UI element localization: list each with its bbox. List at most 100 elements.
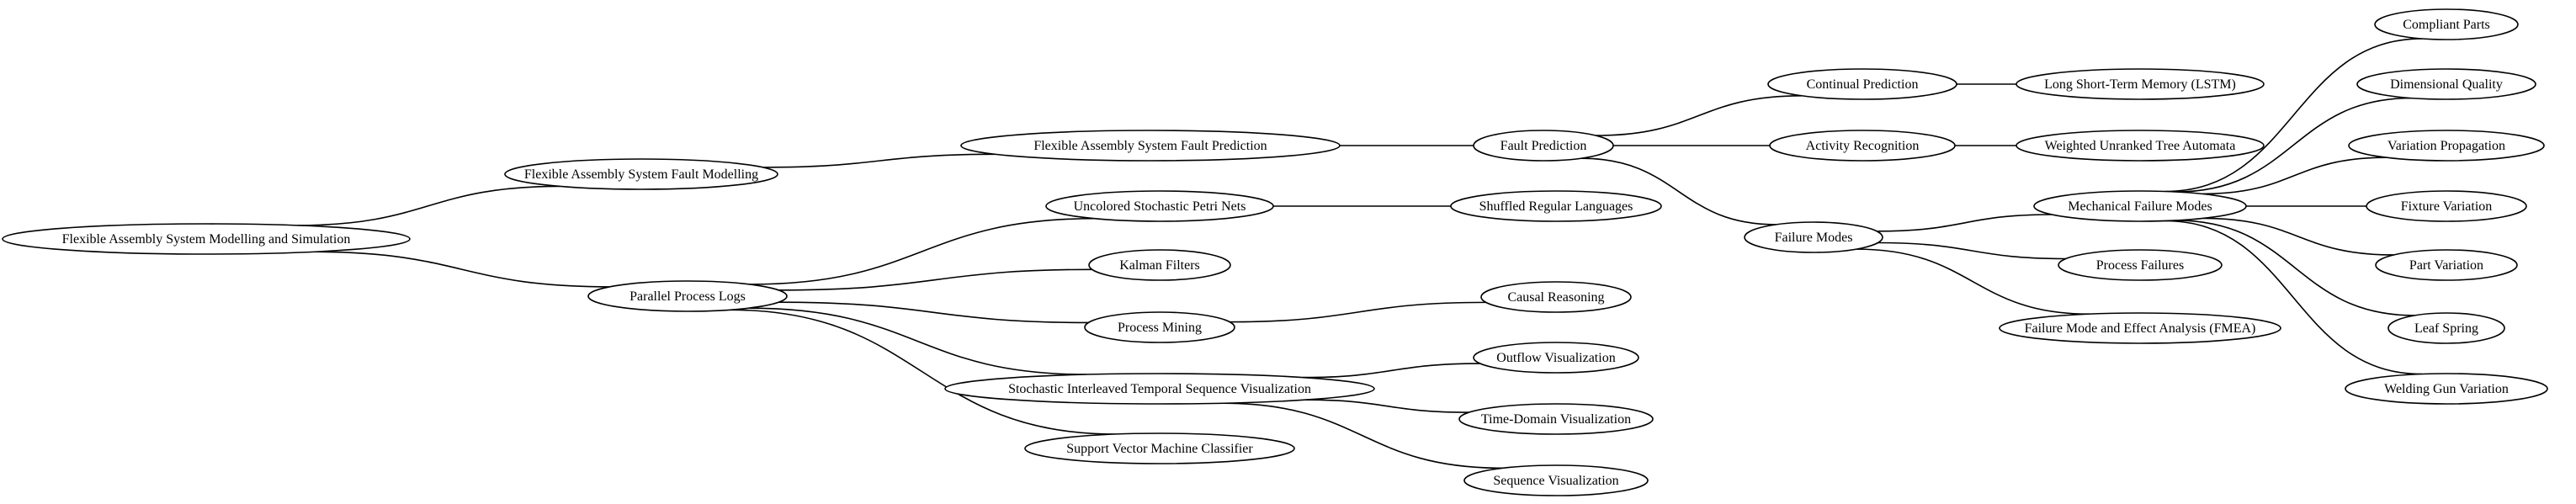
- node-ellipse: [960, 130, 1341, 162]
- edge-mfm-vp: [2202, 157, 2387, 195]
- node-kf: Kalman Filters: [1088, 249, 1231, 281]
- node-ellipse: [1769, 130, 1956, 162]
- node-ellipse: [504, 158, 778, 190]
- graph-nodes: Flexible Assembly System Modelling and S…: [2, 8, 2548, 496]
- node-ellipse: [2, 223, 411, 255]
- node-sv: Sequence Visualization: [1463, 464, 1649, 496]
- edge-ppl-uspn: [749, 217, 1095, 285]
- edge-mfm-wgv: [2164, 220, 2422, 375]
- edge-fm-pf: [1878, 241, 2066, 260]
- edge-mfm-pv: [2203, 217, 2394, 256]
- node-ellipse: [1045, 190, 1274, 222]
- node-fasms: Flexible Assembly System Modelling and S…: [2, 223, 411, 255]
- node-label: Outflow Visualization: [1496, 351, 1615, 365]
- edge-sitsv-tdv: [1305, 399, 1469, 413]
- node-label: Activity Recognition: [1806, 139, 1920, 153]
- node-ellipse: [1084, 311, 1235, 343]
- node-lstm: Long Short-Term Memory (LSTM): [2016, 68, 2265, 100]
- node-pm: Process Mining: [1084, 311, 1235, 343]
- node-ov: Outflow Visualization: [1473, 342, 1639, 374]
- node-vp: Variation Propagation: [2348, 130, 2545, 162]
- edge-fasms-fasfm: [297, 185, 560, 226]
- node-ellipse: [2016, 68, 2265, 100]
- node-fp: Fault Prediction: [1473, 130, 1614, 162]
- node-pf: Process Failures: [2058, 249, 2223, 281]
- edge-ppl-svm: [730, 309, 1116, 435]
- edge-fp-fm: [1580, 157, 1777, 225]
- node-fmea: Failure Mode and Effect Analysis (FMEA): [1999, 312, 2281, 344]
- node-ellipse: [1450, 190, 1662, 222]
- edge-ppl-kf: [778, 268, 1092, 291]
- node-label: Fault Prediction: [1500, 139, 1587, 153]
- node-pv: Part Variation: [2375, 249, 2518, 281]
- node-label: Causal Reasoning: [1507, 290, 1604, 305]
- node-label: Failure Modes: [1775, 231, 1853, 245]
- node-label: Weighted Unranked Tree Automata: [2045, 139, 2236, 153]
- node-ellipse: [1473, 130, 1614, 162]
- edge-fasms-ppl: [314, 251, 609, 288]
- node-label: Part Variation: [2409, 258, 2483, 273]
- node-label: Welding Gun Variation: [2384, 382, 2509, 396]
- node-ellipse: [944, 373, 1375, 405]
- node-label: Sequence Visualization: [1493, 474, 1618, 488]
- node-label: Stochastic Interleaved Temporal Sequence…: [1008, 382, 1311, 396]
- node-fasfp: Flexible Assembly System Fault Predictio…: [960, 130, 1341, 162]
- node-ellipse: [2016, 130, 2265, 162]
- node-ellipse: [2356, 68, 2536, 100]
- node-ellipse: [1480, 281, 1632, 313]
- node-ellipse: [2345, 373, 2548, 405]
- node-label: Flexible Assembly System Fault Predictio…: [1033, 139, 1267, 153]
- node-wgv: Welding Gun Variation: [2345, 373, 2548, 405]
- node-label: Mechanical Failure Modes: [2068, 199, 2212, 214]
- node-uspn: Uncolored Stochastic Petri Nets: [1045, 190, 1274, 222]
- node-sitsv: Stochastic Interleaved Temporal Sequence…: [944, 373, 1375, 405]
- node-label: Uncolored Stochastic Petri Nets: [1074, 199, 1246, 214]
- node-cp: Continual Prediction: [1767, 68, 1957, 100]
- node-ellipse: [2387, 312, 2505, 344]
- edge-mfm-dq: [2175, 97, 2412, 193]
- node-label: Dimensional Quality: [2390, 77, 2503, 92]
- node-ppl: Parallel Process Logs: [587, 280, 788, 312]
- node-ellipse: [1473, 342, 1639, 374]
- edge-sitsv-sv: [1222, 402, 1503, 470]
- node-label: Kalman Filters: [1119, 258, 1200, 273]
- node-label: Variation Propagation: [2387, 139, 2505, 153]
- node-ellipse: [1999, 312, 2281, 344]
- node-svm: Support Vector Machine Classifier: [1024, 432, 1295, 464]
- node-label: Process Failures: [2096, 258, 2184, 273]
- node-label: Shuffled Regular Languages: [1479, 199, 1633, 214]
- edge-ppl-sitsv: [748, 307, 1087, 375]
- graph-edges: [297, 38, 2423, 470]
- node-ellipse: [2058, 249, 2223, 281]
- node-srl: Shuffled Regular Languages: [1450, 190, 1662, 222]
- edge-fm-mfm: [1877, 214, 2053, 232]
- node-cr: Causal Reasoning: [1480, 281, 1632, 313]
- node-cpa: Compliant Parts: [2374, 8, 2519, 40]
- node-label: Failure Mode and Effect Analysis (FMEA): [2025, 321, 2256, 336]
- node-label: Continual Prediction: [1807, 77, 1919, 92]
- node-dq: Dimensional Quality: [2356, 68, 2536, 100]
- node-mfm: Mechanical Failure Modes: [2033, 190, 2247, 222]
- edge-mfm-cpa: [2164, 38, 2423, 193]
- node-ellipse: [2366, 190, 2527, 222]
- edge-pm-cr: [1230, 301, 1486, 323]
- node-ar: Activity Recognition: [1769, 130, 1956, 162]
- node-label: Support Vector Machine Classifier: [1066, 442, 1253, 456]
- node-ellipse: [1767, 68, 1957, 100]
- node-ellipse: [587, 280, 788, 312]
- node-label: Flexible Assembly System Modelling and S…: [62, 232, 351, 247]
- node-fasfm: Flexible Assembly System Fault Modelling: [504, 158, 778, 190]
- node-ellipse: [1024, 432, 1295, 464]
- node-label: Compliant Parts: [2403, 18, 2490, 32]
- node-ellipse: [2374, 8, 2519, 40]
- edge-fp-cp: [1596, 95, 1803, 136]
- node-label: Process Mining: [1118, 321, 1202, 335]
- edge-mfm-ls: [2175, 220, 2415, 316]
- node-tdv: Time-Domain Visualization: [1458, 403, 1654, 435]
- node-wuta: Weighted Unranked Tree Automata: [2016, 130, 2265, 162]
- node-label: Time-Domain Visualization: [1481, 412, 1631, 427]
- node-ellipse: [1458, 403, 1654, 435]
- node-ellipse: [1744, 221, 1883, 253]
- node-label: Long Short-Term Memory (LSTM): [2044, 77, 2236, 92]
- node-ellipse: [2348, 130, 2545, 162]
